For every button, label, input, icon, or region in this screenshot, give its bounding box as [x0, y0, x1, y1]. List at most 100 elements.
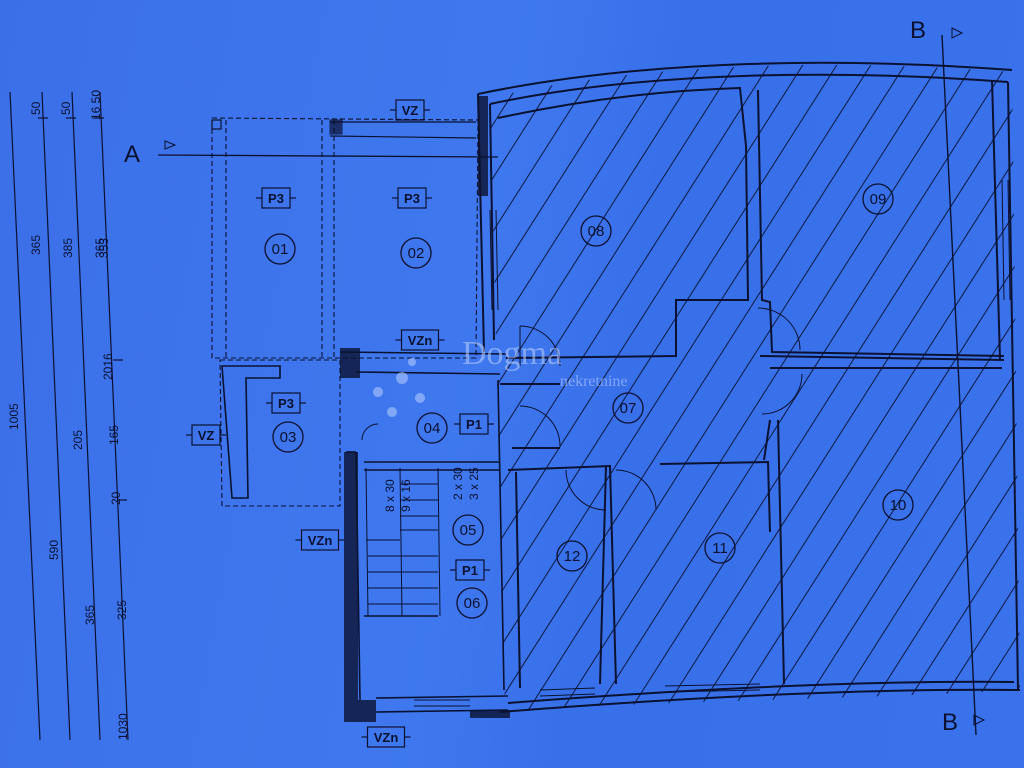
tag-p3-room02-label: P3	[404, 191, 420, 206]
room-circle	[862, 183, 894, 215]
tag-vz-top-label: VZ	[402, 103, 419, 118]
dimension-lines	[9, 91, 129, 741]
room-number-06: 06	[464, 595, 481, 612]
hatch-line	[861, 64, 1020, 713]
hatch-line	[555, 64, 977, 713]
hatch-line	[490, 64, 569, 713]
room-circle	[612, 392, 644, 424]
dimension-labels: 1005 365 590 50 385 205 365 50 365 2016 …	[7, 90, 130, 740]
stairs	[365, 467, 441, 617]
tag-p3-room01: P3	[256, 187, 296, 209]
dim-col2-0: 365	[29, 235, 43, 255]
dim-col4-2: 2016	[101, 353, 115, 380]
stair-label-right-b: 3 x 25	[467, 467, 481, 500]
room-circle	[416, 412, 448, 444]
tag-p1-room04: P1	[454, 413, 494, 435]
tag-p3-room01-label: P3	[268, 191, 284, 206]
dim-col3-0: 50	[29, 101, 43, 115]
hatch-line	[490, 64, 739, 713]
watermark-sub: nekretnine	[560, 373, 628, 390]
hatch-line	[589, 64, 1011, 713]
tag-p3-room02: P3	[392, 187, 432, 209]
windows	[414, 179, 1011, 707]
dim-col3-1: 385	[61, 238, 75, 258]
room-number-05: 05	[460, 522, 477, 539]
room-circle	[580, 215, 612, 247]
room-number-12: 12	[564, 548, 581, 565]
solid-walls	[340, 96, 510, 722]
tag-p1-room04-label: P1	[466, 417, 482, 432]
room-number-03: 03	[280, 429, 297, 446]
room-circle	[272, 421, 304, 453]
room-number-11: 11	[712, 540, 728, 557]
section-b-top-label: B	[910, 17, 926, 44]
tag-p1-room06-label: P1	[462, 563, 478, 578]
hatch-line	[490, 64, 671, 713]
stair-labels: 8 x 30 9 x 16 2 x 30 3 x 25	[383, 467, 481, 512]
hatch-line	[490, 64, 841, 713]
terraces	[211, 117, 479, 507]
tag-vzn-hall-label: VZn	[408, 333, 433, 348]
tag-vz-top: VZ	[390, 99, 430, 121]
dim-col3-2: 205	[71, 430, 85, 450]
hatch-line	[490, 64, 773, 713]
terrace-wall	[221, 365, 281, 499]
dim-col3-3: 365	[83, 605, 97, 625]
hatch-line	[521, 64, 943, 713]
tag-vzn-bottom-label: VZn	[374, 730, 399, 745]
hatch-line	[725, 64, 1020, 713]
stair-area-walls	[339, 351, 509, 713]
tag-vz-left-label: VZ	[198, 428, 215, 443]
section-a-label: A	[124, 141, 140, 168]
dim-col5-3: 325	[115, 600, 129, 620]
room-number-04: 04	[424, 420, 441, 437]
stair-label-right-a: 2 x 30	[451, 467, 465, 500]
hatch-line	[929, 64, 1020, 713]
hatch-line	[657, 64, 1020, 713]
watermark: Dogma nekretnine	[373, 335, 628, 417]
tag-p1-room06: P1	[450, 559, 490, 581]
room-number-02: 02	[408, 245, 425, 262]
building-walls	[477, 61, 1021, 713]
stair-label-left-a: 8 x 30	[383, 479, 397, 512]
section-b: B B	[910, 17, 986, 736]
hatch-line	[827, 64, 1020, 713]
room-number-07: 07	[620, 400, 637, 417]
hatch-line	[490, 64, 909, 713]
tag-vzn-stairs: VZn	[295, 529, 345, 551]
watermark-brand: Dogma	[462, 335, 562, 372]
room-circle	[556, 540, 588, 572]
hatch-line	[490, 64, 637, 713]
hatch-line	[895, 64, 1020, 713]
dim-col1-0: 1005	[7, 403, 21, 430]
hatch-line	[623, 64, 1020, 713]
dim-col4-4: 1030	[116, 713, 130, 740]
room-number-09: 09	[870, 191, 887, 208]
terrace-railing	[211, 119, 477, 139]
hatch-line	[490, 64, 535, 713]
dim-col4-3: 20	[109, 491, 123, 505]
room-circle	[704, 532, 736, 564]
dim-col2-1: 590	[47, 540, 61, 560]
hatch-line	[793, 64, 1020, 713]
room-number-01: 01	[272, 241, 289, 258]
dim-col4-0: 50	[59, 101, 73, 115]
room-circle	[882, 489, 914, 521]
tag-p3-room03-label: P3	[278, 396, 294, 411]
room-circle	[456, 587, 488, 619]
tag-vz-left: VZ	[186, 424, 226, 446]
dim-col5-1: 353	[97, 238, 111, 258]
tag-vzn-stairs-label: VZn	[308, 533, 333, 548]
stair-label-left-b: 9 x 16	[399, 479, 413, 512]
hatch-line	[490, 64, 807, 713]
tag-vzn-bottom: VZn	[361, 726, 411, 748]
hatch-line	[490, 64, 875, 713]
room-number-08: 08	[588, 223, 605, 240]
section-a: A	[124, 140, 499, 168]
room-circle	[452, 514, 484, 546]
hatch-line	[691, 64, 1020, 713]
hatch-line	[759, 64, 1020, 713]
